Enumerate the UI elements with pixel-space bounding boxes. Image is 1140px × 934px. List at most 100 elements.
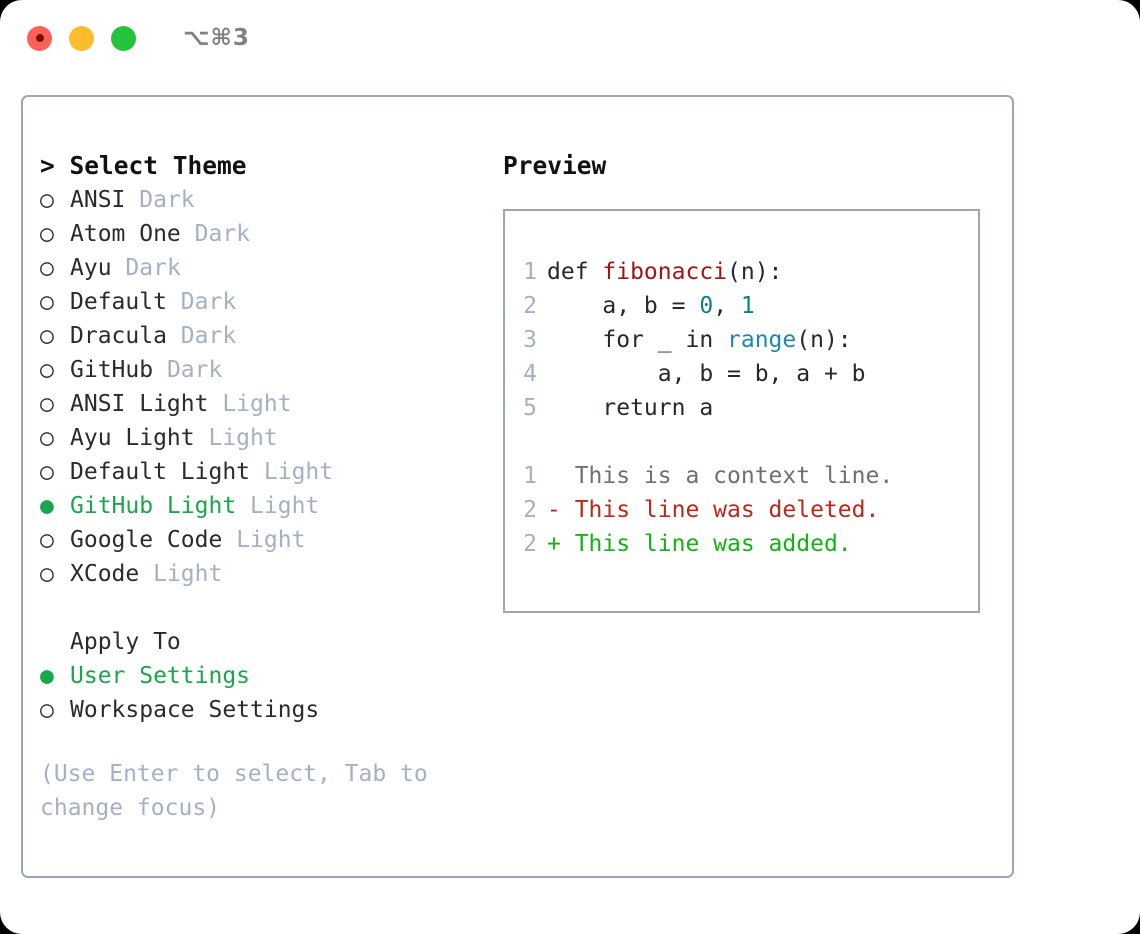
code-token: range [727,327,797,353]
theme-variant-badge: Light [263,459,334,485]
radio-unselected-icon[interactable]: ○ [40,425,54,451]
theme-option-label: Default Light [70,459,251,485]
theme-variant-badge: Dark [125,255,181,281]
code-line-content: def fibonacci(n): [547,255,782,289]
theme-option-label: Atom One [70,221,181,247]
code-line-content: a, b = b, a + b [547,357,866,391]
theme-option-gap [167,285,181,319]
code-line: 4 a, b = b, a + b [505,357,978,391]
main-panel: > Select Theme ○ANSI Dark○Atom One Dark○… [21,95,1014,878]
code-line-content: return a [547,391,713,425]
code-line: 5 return a [505,391,978,425]
theme-variant-badge: Light [236,527,306,553]
apply-to-header: Apply To [70,629,181,655]
title-bar: ⌥⌘3 [0,0,1140,76]
diff-line-content: + This line was added. [547,531,852,557]
theme-variant-badge: Light [153,561,223,587]
minimize-button-icon[interactable] [69,25,94,51]
keyboard-hint-text: (Use Enter to select, Tab to change focu… [40,761,428,821]
theme-variant-badge: Dark [180,289,237,315]
radio-unselected-icon[interactable]: ○ [40,561,54,587]
theme-option-gap [250,455,264,489]
theme-option-label: GitHub Light [70,493,237,519]
line-number: 1 [523,463,537,489]
list-spacer [40,591,503,625]
preview-header: Preview [503,151,607,180]
code-diff-gap [505,425,978,459]
apply-to-list[interactable]: ●User Settings ○ Workspace Settings [40,659,503,727]
theme-option-label: ANSI [70,187,126,213]
theme-option-row[interactable]: ○ ANSI Dark [40,183,503,217]
line-number: 2 [523,497,537,523]
radio-unselected-icon[interactable]: ○ [40,357,54,383]
code-token: (n): [727,259,783,285]
theme-variant-badge: Dark [194,221,251,247]
diff-sample: 1 This is a context line.2- This line wa… [505,459,978,561]
radio-unselected-icon[interactable]: ○ [40,697,54,723]
radio-unselected-icon[interactable]: ○ [40,255,54,281]
maximize-button-icon[interactable] [111,25,136,51]
theme-option-row[interactable]: ○ Default Dark [40,285,503,319]
theme-option-label: Ayu [70,255,112,281]
theme-option-gap [139,557,153,591]
theme-option-label: XCode [70,561,140,587]
theme-option-row[interactable]: ○ XCode Light [40,557,503,591]
radio-unselected-icon[interactable]: ○ [40,391,54,417]
theme-option-gap [153,353,167,387]
line-number: 1 [523,259,537,285]
theme-option-label: Google Code [70,527,223,553]
theme-option-row[interactable]: ○ ANSI Light Light [40,387,503,421]
radio-unselected-icon[interactable]: ○ [40,221,54,247]
radio-selected-icon[interactable]: ● [40,663,54,689]
theme-option-gap [236,489,250,523]
theme-selection-column: > Select Theme ○ANSI Dark○Atom One Dark○… [23,97,503,876]
line-number: 5 [523,395,537,421]
code-line: 3 for _ in range(n): [505,323,978,357]
theme-variant-badge: Light [222,391,292,417]
theme-option-label: ANSI Light [70,391,209,417]
apply-to-option-label: Workspace Settings [70,697,320,723]
close-button-icon[interactable] [27,25,52,51]
theme-option-row[interactable]: ○ Ayu Dark [40,251,503,285]
theme-option-gap [181,217,195,251]
theme-option-row[interactable]: ○ Google Code Light [40,523,503,557]
code-line-content: for _ in range(n): [547,323,852,357]
radio-unselected-icon[interactable]: ○ [40,187,54,213]
theme-option-row[interactable]: ○ Dracula Dark [40,319,503,353]
theme-option-label: Dracula [70,323,167,349]
radio-unselected-icon[interactable]: ○ [40,527,54,553]
line-number: 3 [523,327,537,353]
radio-unselected-icon[interactable]: ○ [40,289,54,315]
theme-variant-badge: Dark [139,187,195,213]
theme-option-gap [125,183,139,217]
theme-option-row[interactable]: ○ Default Light Light [40,455,503,489]
line-number: 2 [523,531,537,557]
theme-option-label: GitHub [70,357,154,383]
diff-line: 2 + This line was added. [505,527,978,561]
theme-option-label: Default [70,289,167,315]
theme-option-row[interactable]: ○ Atom One Dark [40,217,503,251]
apply-to-option-row[interactable]: ○ Workspace Settings [40,693,503,727]
code-token: a, b = [547,293,700,319]
apply-to-option-row[interactable]: ●User Settings [40,659,503,693]
radio-unselected-icon[interactable]: ○ [40,323,54,349]
diff-line: 1 This is a context line. [505,459,978,493]
theme-variant-badge: Dark [180,323,237,349]
theme-option-row[interactable]: ●GitHub Light Light [40,489,503,523]
code-token: a, b = b, a + b [547,361,866,387]
theme-option-row[interactable]: ○GitHub Dark [40,353,503,387]
theme-option-gap [208,387,222,421]
code-token: , [713,293,741,319]
code-line: 1 def fibonacci(n): [505,255,978,289]
theme-variant-badge: Light [208,425,278,451]
radio-selected-icon[interactable]: ● [40,493,54,519]
theme-option-row[interactable]: ○Ayu Light Light [40,421,503,455]
theme-option-gap [222,523,236,557]
radio-unselected-icon[interactable]: ○ [40,459,54,485]
theme-list[interactable]: ○ ANSI Dark ○ Atom One Dark ○ Ayu Dark ○ Defaul… [40,183,503,591]
code-token: (n): [796,327,852,353]
